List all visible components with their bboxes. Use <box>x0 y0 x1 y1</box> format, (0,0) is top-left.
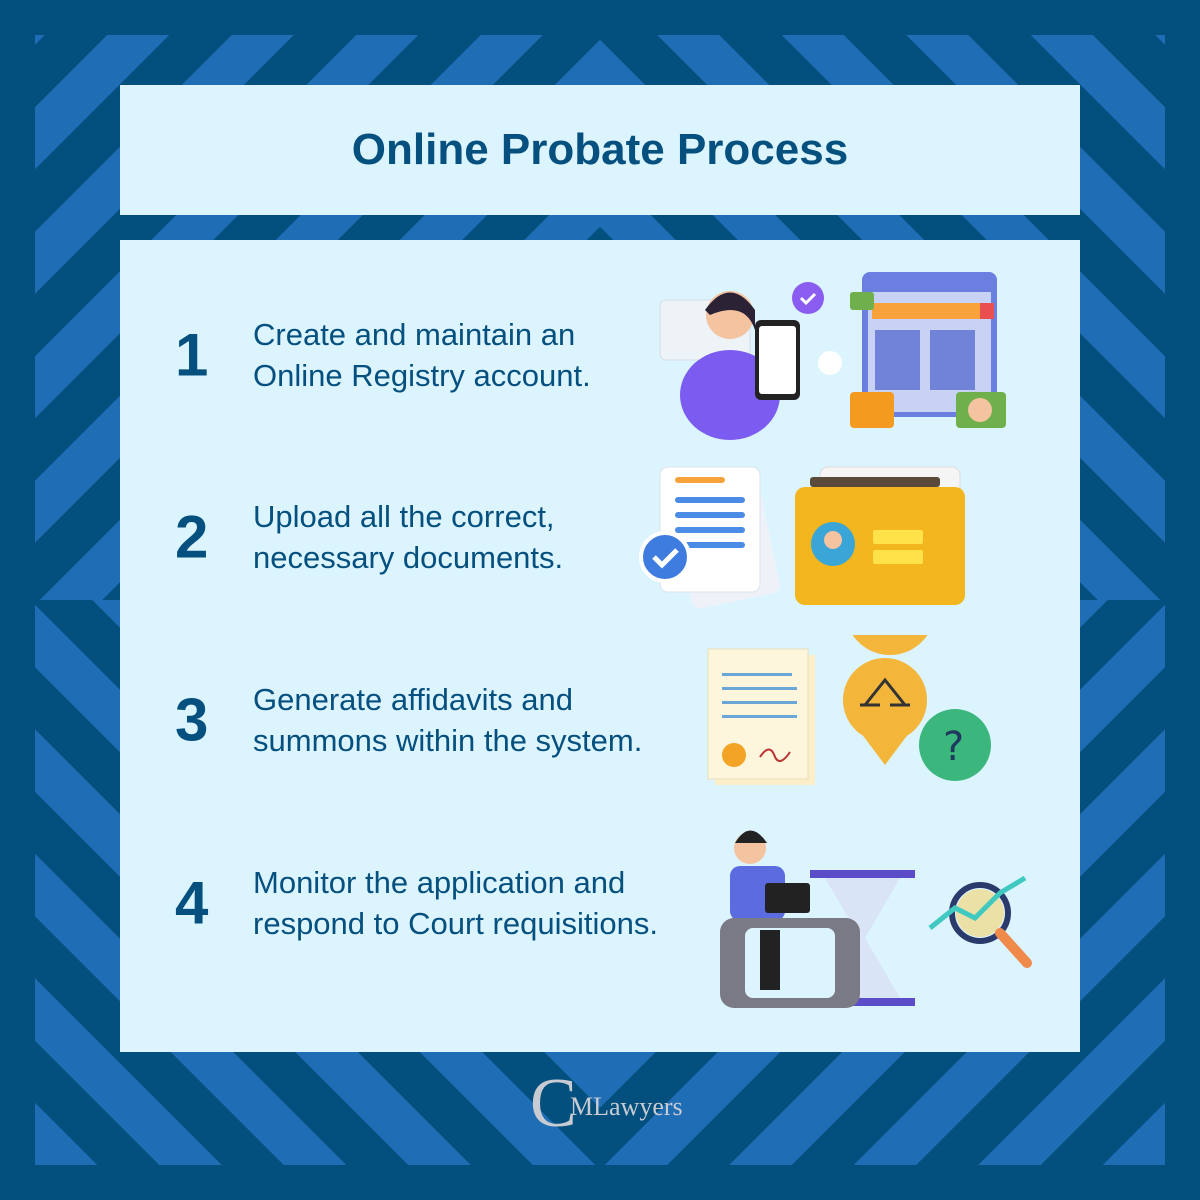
page-title: Online Probate Process <box>351 125 849 174</box>
logo-text: MLawyers <box>570 1092 683 1121</box>
woman-phone-browser-icon <box>659 272 1006 440</box>
step-number: 1 <box>175 321 209 389</box>
logo-letter: C <box>530 1065 577 1142</box>
step-text: Upload all the correct,necessary documen… <box>253 499 564 575</box>
affidavit-scales-icon: ? <box>707 635 991 785</box>
step-2: 2 Upload all the correct,necessary docum… <box>120 452 1080 622</box>
step-number: 3 <box>175 686 209 754</box>
title-banner: Online Probate Process <box>120 85 1080 215</box>
man-laptop-hourglass-icon <box>720 830 1032 1008</box>
step-number: 4 <box>175 869 209 937</box>
documents-folder-icon <box>639 466 965 609</box>
svg-text:?: ? <box>943 724 964 770</box>
step-number: 2 <box>175 503 209 571</box>
cmlawyers-logo: C MLawyers <box>530 1065 683 1142</box>
